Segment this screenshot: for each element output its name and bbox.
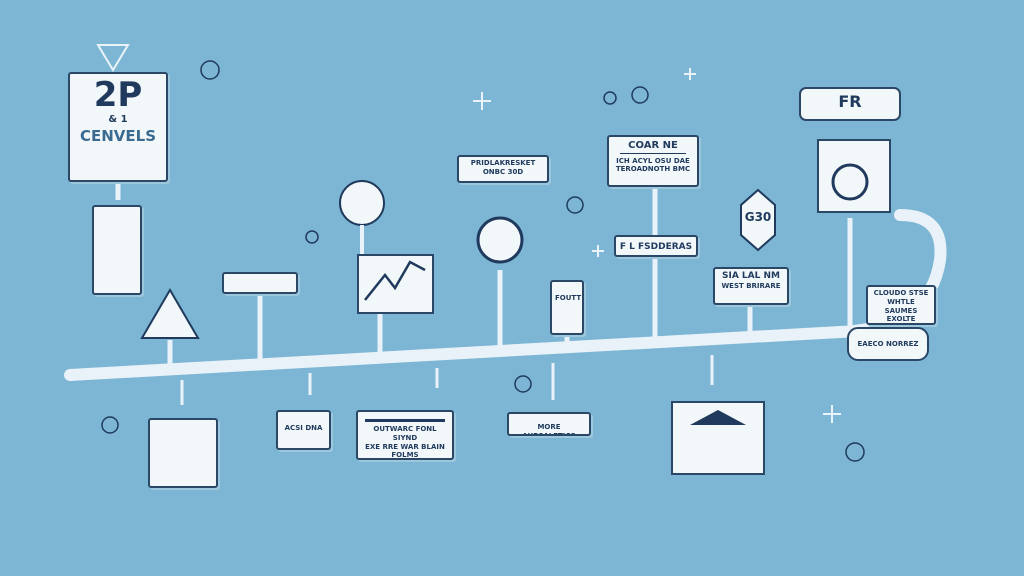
coarne-sign: COAR NE ICH ACYL OSU DAE TEROADNOTH BMC: [607, 135, 699, 187]
main-sign-middle: & 1: [108, 114, 128, 125]
bottom-small-card: ACSI DNA: [276, 410, 331, 450]
timeline-posts: [115, 182, 853, 370]
sign-line: TEROADNOTH BMC: [615, 165, 691, 174]
caption-line: PRIDLAKRESKET: [470, 159, 536, 167]
flat-banner: F L FSDDERAS: [614, 235, 698, 257]
bridge-card: [222, 272, 298, 294]
card-line: OUTWARC FONL SIYND: [373, 425, 437, 442]
tall-tag: FOUTT: [550, 280, 584, 335]
caption-line: ONBC 30D: [482, 167, 524, 176]
bottom-card-2: MORE AUPSALETICS: [507, 412, 591, 436]
main-sign: 2P & 1 CENVELS: [68, 72, 168, 182]
kiosk-card: [92, 205, 142, 295]
machine-label: FR: [838, 92, 862, 111]
card-line: SIA LAL NM: [722, 271, 780, 281]
divider-bar: [365, 419, 445, 422]
main-sign-bottom: CENVELS: [79, 126, 157, 145]
card-line: WEST BRIRARE: [721, 282, 781, 291]
scroll-bottom-label: EAECO NORREZ: [857, 340, 919, 348]
hexagon-label: G30: [744, 210, 772, 224]
card-line: MORE AUPSALETICS: [522, 423, 576, 436]
scroll-sign: [847, 327, 929, 361]
warning-triangle-sign: [140, 288, 200, 339]
card-line: WHTLE SAUMES: [884, 297, 918, 315]
decorative-doodles: [101, 60, 865, 462]
washing-machine: [817, 139, 891, 213]
tower-card: [148, 418, 218, 488]
card-line: EXOLTE: [886, 315, 916, 324]
hexagon-badge: [740, 188, 776, 252]
scroll-top-card: CLOUDO STSE WHTLE SAUMES EXOLTE: [866, 285, 936, 325]
down-arrows: [180, 355, 714, 405]
sign-title: COAR NE: [620, 140, 686, 154]
stack-caption: PRIDLAKRESKET ONBC 30D: [457, 155, 549, 183]
badge-icon: [476, 216, 524, 264]
growth-chart-card: [357, 254, 434, 314]
plus-marks: [473, 68, 841, 423]
main-sign-top: 2P: [93, 75, 143, 115]
lightbulb-sign: [339, 180, 385, 226]
bottom-card-1: OUTWARC FONL SIYND EXE RRE WAR BLAIN FOL…: [356, 410, 454, 460]
card-line: EXE RRE WAR BLAIN FOLMS: [365, 442, 445, 460]
card-line: CLOUDO STSE: [873, 289, 929, 297]
mid-right-card: SIA LAL NM WEST BRIRARE: [713, 267, 789, 305]
sign-line: ICH ACYL OSU DAE: [616, 156, 690, 165]
